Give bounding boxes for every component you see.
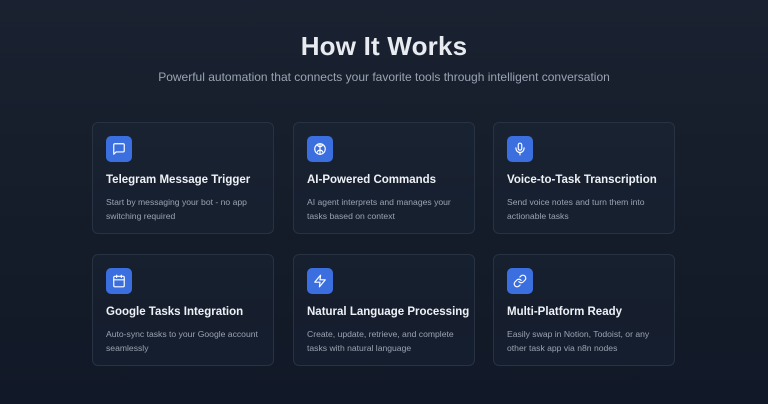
calendar-icon [106,268,132,294]
section-title: How It Works [300,31,468,61]
features-grid: Telegram Message Trigger Start by messag… [92,122,678,368]
feature-description: AI agent interprets and manages your tas… [307,197,451,221]
message-square-icon [106,136,132,162]
feature-title: Natural Language Processing [307,306,470,318]
feature-description: Easily swap in Notion, Todoist, or any o… [507,329,650,353]
feature-description: Start by messaging your bot - no app swi… [106,197,247,221]
link-icon [507,268,533,294]
section-subtitle: Powerful automation that connects your f… [158,70,610,84]
feature-description: Auto-sync tasks to your Google account s… [106,329,258,353]
lightning-icon [307,268,333,294]
feature-card-ai-commands: AI-Powered Commands AI agent interprets … [293,122,475,234]
feature-card-nlp: Natural Language Processing Create, upda… [293,254,475,366]
feature-description: Send voice notes and turn them into acti… [507,197,645,221]
feature-title: Multi-Platform Ready [507,306,623,318]
microphone-icon [507,136,533,162]
brain-icon [307,136,333,162]
feature-title: Telegram Message Trigger [106,174,251,186]
feature-card-google-tasks: Google Tasks Integration Auto-sync tasks… [92,254,274,366]
feature-description: Create, update, retrieve, and complete t… [307,329,454,353]
feature-title: Google Tasks Integration [106,306,244,318]
feature-card-multi-platform: Multi-Platform Ready Easily swap in Noti… [493,254,675,366]
feature-title: AI-Powered Commands [307,174,437,186]
feature-title: Voice-to-Task Transcription [507,174,657,186]
feature-card-telegram-trigger: Telegram Message Trigger Start by messag… [92,122,274,234]
feature-card-voice-transcription: Voice-to-Task Transcription Send voice n… [493,122,675,234]
